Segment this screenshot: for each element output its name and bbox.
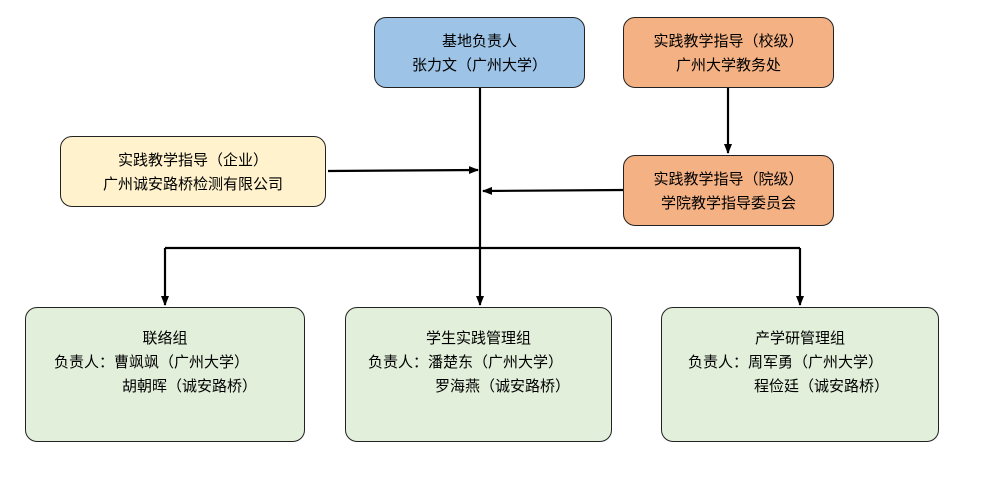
research-group-name: 产学研管理组 (754, 329, 845, 347)
arrow-from-enterprise (327, 166, 479, 175)
base-head-person: 张力文（广州大学） (411, 55, 547, 74)
research-group-member: 程俭廷（诚安路桥） (754, 377, 890, 395)
school-guidance-unit: 广州大学教务处 (675, 55, 781, 74)
college-guidance-box: 实践教学指导（院级） 学院教学指导委员会 (623, 155, 834, 226)
research-group-lead: 负责人：周军勇（广州大学） (688, 353, 884, 371)
enterprise-guidance-box: 实践教学指导（企业） 广州诚安路桥检测有限公司 (60, 136, 326, 207)
student-practice-group-box: 学生实践管理组 负责人：潘楚东（广州大学） 罗海燕（诚安路桥） (345, 307, 612, 442)
student-practice-group-member: 罗海燕（诚安路桥） (435, 377, 571, 395)
college-guidance-title: 实践教学指导（院级） (653, 169, 804, 188)
college-guidance-unit: 学院教学指导委员会 (660, 193, 796, 212)
enterprise-guidance-unit: 广州诚安路桥检测有限公司 (102, 174, 283, 193)
research-group-box: 产学研管理组 负责人：周军勇（广州大学） 程俭廷（诚安路桥） (661, 307, 939, 442)
school-guidance-box: 实践教学指导（校级） 广州大学教务处 (623, 17, 834, 88)
liaison-group-member: 胡朝晖（诚安路桥） (122, 377, 258, 395)
liaison-group-lead: 负责人：曹飒飒（广州大学） (54, 353, 250, 371)
student-practice-group-lead: 负责人：潘楚东（广州大学） (368, 353, 564, 371)
student-practice-group-name: 学生实践管理组 (425, 329, 531, 347)
liaison-group-box: 联络组 负责人：曹飒飒（广州大学） 胡朝晖（诚安路桥） (25, 307, 305, 442)
school-guidance-title: 实践教学指导（校级） (653, 31, 804, 50)
base-head-box: 基地负责人 张力文（广州大学） (374, 17, 585, 88)
arrow-from-college (482, 186, 625, 195)
liaison-group-name: 联络组 (142, 329, 188, 347)
base-head-title: 基地负责人 (441, 31, 517, 50)
enterprise-guidance-title: 实践教学指导（企业） (117, 150, 268, 169)
